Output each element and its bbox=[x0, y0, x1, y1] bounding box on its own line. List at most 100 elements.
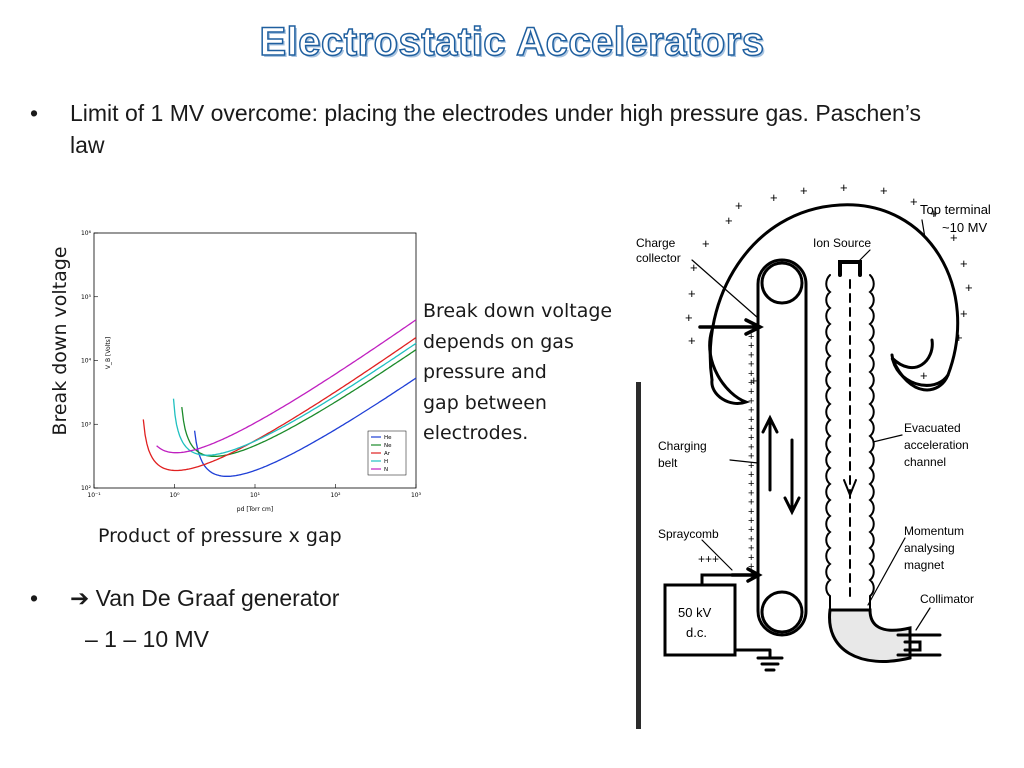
plus-sign: + bbox=[748, 359, 754, 371]
slide-title: Electrostatic Accelerators bbox=[259, 19, 765, 65]
plus-sign: + bbox=[748, 441, 754, 453]
plus-sign: + bbox=[748, 524, 754, 536]
legend-label: H bbox=[384, 459, 388, 465]
label-ion-source: Ion Source bbox=[813, 236, 871, 250]
van-de-graaff-diagram: Top terminal ~10 MV Charge collector Ion… bbox=[636, 180, 991, 672]
legend-label: Ar bbox=[384, 451, 391, 457]
plus-sign: + bbox=[688, 286, 696, 301]
plus-sign: + bbox=[965, 280, 973, 295]
label-supply-dc: d.c. bbox=[686, 625, 707, 640]
collector-arrow bbox=[698, 318, 764, 336]
plus-sign: + bbox=[688, 333, 696, 348]
plus-sign: + bbox=[748, 478, 754, 490]
x-tick-label: 10³ bbox=[411, 492, 422, 499]
label-acceleration: acceleration bbox=[904, 438, 969, 452]
plus-sign: + bbox=[748, 368, 754, 380]
plus-sign: + bbox=[748, 432, 754, 444]
top-terminal-dome bbox=[708, 203, 960, 387]
label-collimator: Collimator bbox=[920, 592, 974, 606]
y-tick-label: 10⁴ bbox=[81, 358, 92, 365]
side-note-line: pressure and bbox=[423, 361, 547, 383]
label-plus3: +++ bbox=[698, 552, 719, 566]
bullet-text: ➔ Van De Graaf generator bbox=[70, 585, 340, 611]
plus-sign: + bbox=[748, 570, 754, 582]
plus-sign: + bbox=[748, 331, 754, 343]
y-axis-label: V_B [Volts] bbox=[105, 337, 112, 369]
plus-sign: + bbox=[880, 183, 888, 198]
label-spraycomb: Spraycomb bbox=[658, 527, 719, 541]
plus-sign: + bbox=[960, 306, 968, 321]
series-line-ar bbox=[142, 337, 417, 472]
collimator bbox=[896, 633, 942, 657]
series-line-he bbox=[193, 377, 417, 477]
plot-frame bbox=[93, 232, 417, 489]
legend-label: He bbox=[384, 435, 392, 441]
supply-lead bbox=[700, 573, 784, 672]
plus-sign: + bbox=[960, 256, 968, 271]
label-analysing: analysing bbox=[904, 541, 955, 555]
label-charging: Charging bbox=[658, 439, 707, 453]
plus-charges: ++++++++++++++++++++++++++++++++++++++++… bbox=[685, 180, 973, 582]
divider-bar bbox=[636, 382, 641, 729]
side-note-line: depends on gas bbox=[423, 330, 574, 353]
terminal-right-lip bbox=[890, 338, 950, 392]
x-tick-label: 10² bbox=[330, 492, 341, 499]
sub-bullet-voltage-range: – 1 – 10 MV bbox=[85, 626, 210, 652]
plus-sign: + bbox=[748, 405, 754, 417]
bullet-dot: • bbox=[30, 100, 39, 126]
plus-sign: + bbox=[748, 497, 754, 509]
plus-sign: + bbox=[748, 414, 754, 426]
ion-source bbox=[838, 260, 862, 277]
plus-sign: + bbox=[910, 194, 918, 209]
plus-sign: + bbox=[800, 183, 808, 198]
label-magnet: magnet bbox=[904, 558, 945, 572]
plus-sign: + bbox=[955, 330, 963, 345]
plus-sign: + bbox=[930, 206, 938, 221]
plus-sign: + bbox=[748, 423, 754, 435]
label-belt: belt bbox=[658, 456, 678, 470]
top-pulley bbox=[760, 261, 804, 305]
legend-label: Ne bbox=[384, 443, 392, 449]
plus-sign: + bbox=[725, 213, 733, 228]
label-collector: collector bbox=[636, 251, 681, 265]
plus-sign: + bbox=[748, 561, 754, 573]
analysing-magnet bbox=[828, 608, 912, 663]
chart-x-caption: Product of pressure x gap bbox=[98, 525, 342, 547]
plus-sign: + bbox=[840, 180, 848, 195]
plus-sign: + bbox=[685, 310, 693, 325]
plus-sign: + bbox=[702, 236, 710, 251]
plus-sign: + bbox=[748, 543, 754, 555]
acceleration-tube bbox=[825, 274, 875, 611]
plus-sign: + bbox=[750, 373, 758, 388]
y-tick-label: 10⁶ bbox=[81, 230, 92, 237]
x-tick-label: 10⁻¹ bbox=[87, 492, 101, 499]
x-tick-label: 10¹ bbox=[250, 492, 261, 499]
series-line-n2 bbox=[156, 319, 417, 454]
plus-sign: + bbox=[748, 340, 754, 352]
bullet-dot: • bbox=[30, 585, 39, 611]
label-top-terminal: Top terminal bbox=[920, 202, 991, 217]
y-tick-label: 10⁵ bbox=[81, 294, 92, 301]
plus-sign: + bbox=[748, 349, 754, 361]
bullet-text: Limit of 1 MV overcome: placing the elec… bbox=[70, 100, 922, 158]
x-axis-label: pd [Torr cm] bbox=[237, 506, 273, 513]
plus-sign: + bbox=[950, 230, 958, 245]
charging-belt bbox=[756, 258, 808, 637]
plus-sign: + bbox=[920, 368, 928, 383]
belt-up-arrow bbox=[761, 414, 779, 492]
leader-lines bbox=[691, 219, 931, 631]
plus-sign: + bbox=[748, 395, 754, 407]
spray-arrow bbox=[730, 567, 763, 583]
plus-sign: + bbox=[748, 377, 754, 389]
side-note-line: Break down voltage bbox=[423, 300, 613, 322]
series-line-ne bbox=[181, 349, 417, 457]
series-line-h2 bbox=[172, 342, 417, 456]
plus-sign: + bbox=[748, 515, 754, 527]
power-supply-box bbox=[663, 583, 737, 657]
plus-sign: + bbox=[735, 198, 743, 213]
plus-sign: + bbox=[748, 533, 754, 545]
plus-sign: + bbox=[748, 552, 754, 564]
plus-sign: + bbox=[748, 506, 754, 518]
